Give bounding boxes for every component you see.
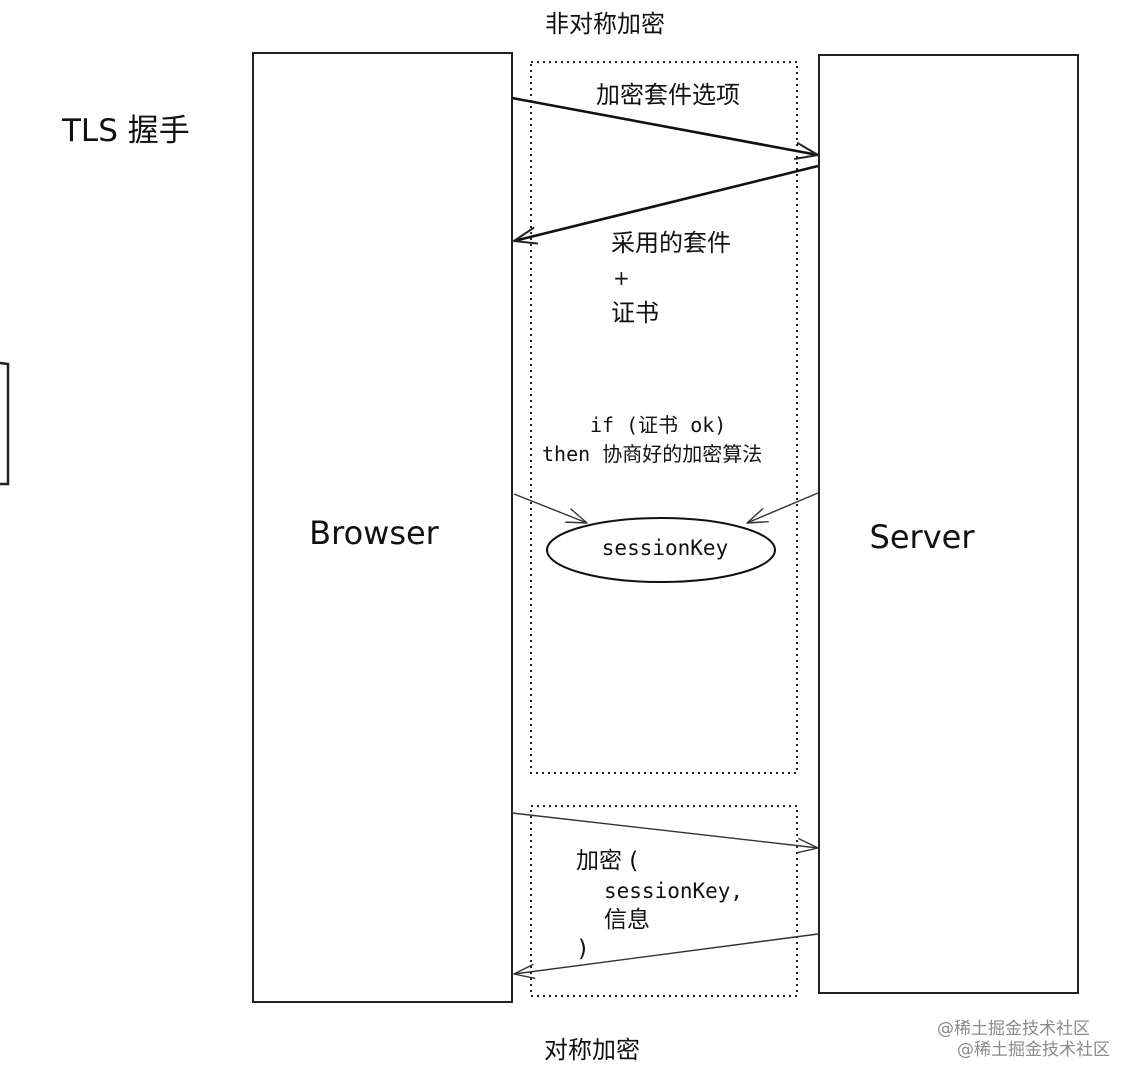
browser-box	[252, 52, 513, 1003]
message-certificate: 证书	[611, 299, 659, 327]
message-plus: +	[613, 266, 630, 290]
encrypt-arg-2: 信息	[604, 907, 650, 933]
asymmetric-section-label: 非对称加密	[545, 10, 665, 38]
arrow-encrypted-to-server	[511, 812, 819, 854]
server-label: Server	[870, 518, 976, 556]
encrypt-arg-1: sessionKey,	[604, 879, 743, 903]
asymmetric-region	[530, 61, 798, 774]
watermark-line-1: @稀土掘金技术社区	[937, 1019, 1090, 1039]
server-box	[818, 54, 1079, 994]
symmetric-region	[530, 805, 798, 997]
condition-line-1: if (证书 ok)	[590, 413, 726, 437]
cropped-left-box	[0, 361, 10, 486]
session-key-ellipse	[546, 517, 776, 583]
arrow-encrypted-to-browser	[513, 933, 819, 980]
encrypt-close: )	[578, 936, 587, 962]
condition-line-2: then 协商好的加密算法	[542, 442, 762, 466]
message-cipher-options: 加密套件选项	[596, 81, 740, 109]
session-key-label: sessionKey	[602, 536, 728, 560]
arrow-browser-to-sessionkey	[513, 493, 588, 524]
arrow-server-to-sessionkey	[746, 492, 819, 524]
message-chosen-suite: 采用的套件	[611, 229, 731, 257]
arrow-cipher-options	[511, 96, 819, 160]
diagram-title: TLS 握手	[61, 113, 190, 149]
symmetric-section-label: 对称加密	[544, 1036, 640, 1064]
watermark-line-2: @稀土掘金技术社区	[957, 1040, 1110, 1060]
arrow-chosen-suite	[513, 164, 819, 245]
encrypt-open: 加密 (	[576, 848, 638, 874]
browser-label: Browser	[309, 514, 440, 552]
